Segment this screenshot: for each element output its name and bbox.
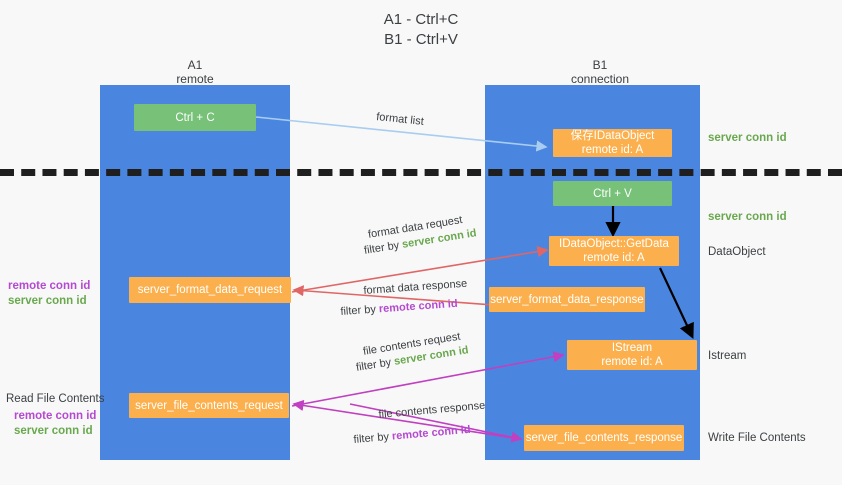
box-istream[interactable]: IStream remote id: A bbox=[567, 340, 697, 370]
box-ctrl-v-label: Ctrl + V bbox=[593, 187, 632, 200]
box-server-format-data-response[interactable]: server_format_data_response bbox=[489, 287, 645, 312]
column-b1-sub: connection bbox=[570, 72, 630, 86]
filter-prefix-2: filter by bbox=[340, 303, 380, 318]
label-istream: Istream bbox=[708, 350, 747, 362]
box-ctrl-c[interactable]: Ctrl + C bbox=[134, 104, 256, 131]
label-dataobject: DataObject bbox=[708, 246, 766, 258]
arrow-file-contents-response bbox=[292, 399, 521, 440]
label-server-conn-id-1: server conn id bbox=[8, 295, 87, 307]
box-server-file-contents-request-label: server_file_contents_request bbox=[135, 399, 283, 412]
label-remote-conn-id-2: remote conn id bbox=[14, 410, 97, 422]
box-ctrl-c-label: Ctrl + C bbox=[175, 111, 215, 124]
label-server-conn-id-2: server conn id bbox=[14, 425, 93, 437]
box-ctrl-v[interactable]: Ctrl + V bbox=[553, 181, 672, 206]
box-server-format-data-request[interactable]: server_format_data_request bbox=[129, 277, 291, 303]
title-line-2: B1 - Ctrl+V bbox=[384, 31, 458, 48]
box-getdata-line1: IDataObject::GetData bbox=[559, 238, 669, 250]
arrow-getdata-to-istream bbox=[659, 267, 694, 339]
box-server-file-contents-response-label: server_file_contents_response bbox=[525, 432, 683, 444]
column-a1-name: A1 bbox=[187, 58, 203, 72]
box-save-idataobject-line1: 保存IDataObject bbox=[570, 130, 655, 142]
label-remote-conn-id-1: remote conn id bbox=[8, 280, 91, 292]
arrow-format-data-response bbox=[292, 285, 521, 308]
box-istream-line1: IStream bbox=[611, 342, 653, 354]
box-getdata-line2: remote id: A bbox=[583, 252, 645, 264]
column-header-a1: A1 remote bbox=[130, 58, 260, 86]
box-istream-line2: remote id: A bbox=[601, 356, 663, 368]
column-a1-sub: remote bbox=[176, 72, 214, 86]
box-server-format-data-request-label: server_format_data_request bbox=[137, 284, 283, 296]
arrow-file-contents-request bbox=[291, 351, 565, 407]
arrow-file-contents-response-in bbox=[349, 403, 523, 443]
label-server-conn-id-mid: server conn id bbox=[708, 211, 787, 223]
box-server-format-data-response-label: server_format_data_response bbox=[490, 293, 644, 306]
label-write-file-contents: Write File Contents bbox=[708, 432, 806, 444]
page-title: A1 - Ctrl+C B1 - Ctrl+V bbox=[0, 10, 842, 50]
column-header-b1: B1 connection bbox=[535, 58, 665, 86]
box-idataobject-getdata[interactable]: IDataObject::GetData remote id: A bbox=[549, 236, 679, 266]
arrow-format-data-request bbox=[291, 246, 549, 293]
column-b1-name: B1 bbox=[592, 58, 608, 72]
box-save-idataobject[interactable]: 保存IDataObject remote id: A bbox=[553, 129, 672, 157]
phase-separator bbox=[0, 169, 842, 176]
label-server-conn-id-top: server conn id bbox=[708, 132, 787, 144]
title-line-1: A1 - Ctrl+C bbox=[383, 11, 459, 28]
box-save-idataobject-line2: remote id: A bbox=[581, 144, 644, 156]
filter-prefix-4: filter by bbox=[353, 430, 393, 446]
box-server-file-contents-request[interactable]: server_file_contents_request bbox=[129, 393, 289, 418]
box-server-file-contents-response[interactable]: server_file_contents_response bbox=[524, 425, 684, 451]
arrow-format-list bbox=[255, 116, 548, 152]
label-read-file-contents: Read File Contents bbox=[6, 393, 105, 405]
